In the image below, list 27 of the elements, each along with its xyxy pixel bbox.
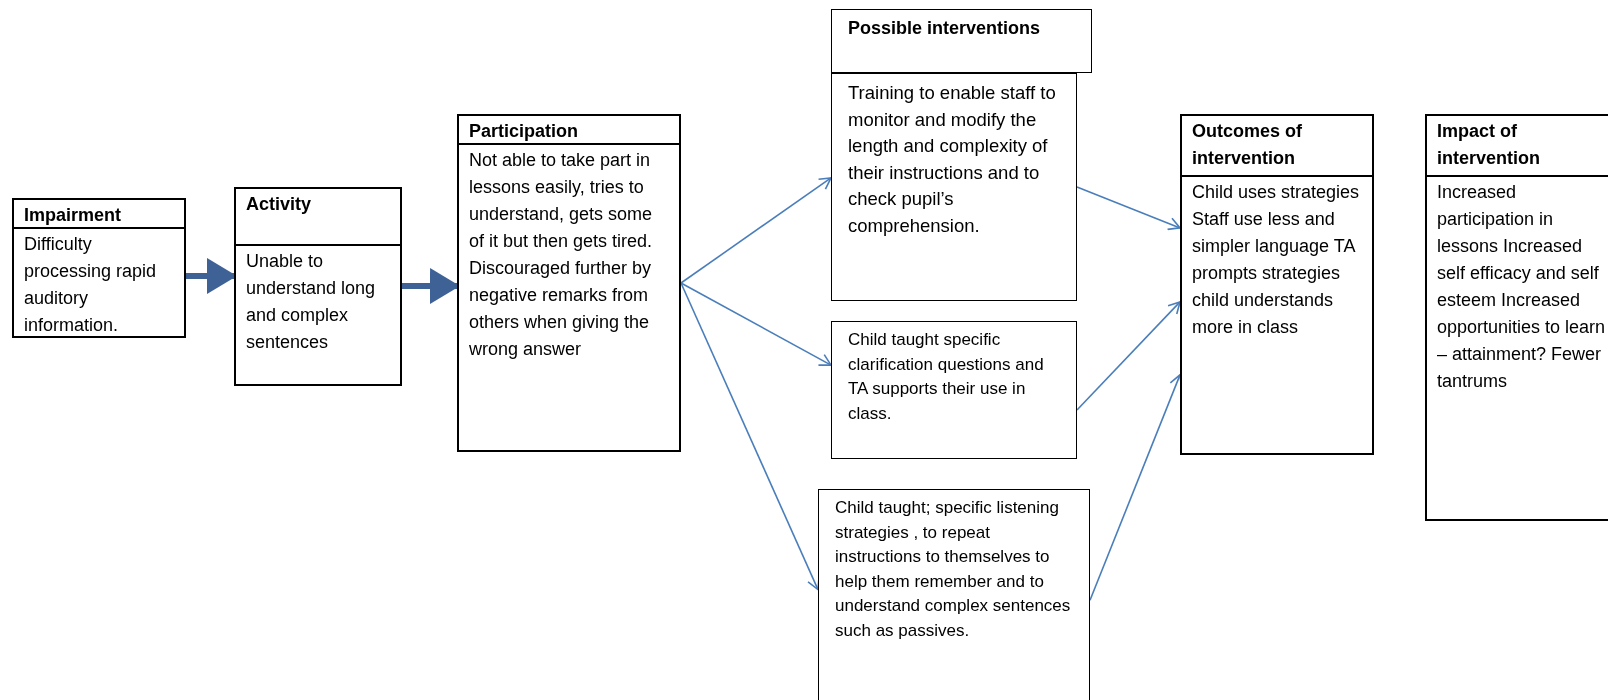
text-box xyxy=(1180,114,1374,455)
arrow xyxy=(1076,301,1181,411)
box-heading: Activity xyxy=(236,189,400,246)
text-box xyxy=(12,198,186,338)
box-text: Child taught; specific listening strategies , to repeat instructions to themselves to help them remember and to understand complex sentences such as passives. xyxy=(834,497,1072,642)
arrow xyxy=(1076,186,1181,231)
text-box xyxy=(831,321,1077,459)
box-text: Difficulty processing rapid auditory information. xyxy=(23,233,158,337)
text-box xyxy=(457,114,681,452)
box-heading: Possible interventions xyxy=(847,17,1042,40)
box-text: Increased participation in lessons Increased self efficacy and self esteem Increased opportunities to learn – attainment? Fewer tantrums xyxy=(1436,181,1607,393)
box-text: Not able to take part in lessons easily, tries to understand, gets some of it but then gets tired. Discouraged further by negative remarks from others when giving the wrong answer xyxy=(468,149,654,361)
box-text: Unable to understand long and complex sentences xyxy=(245,250,377,354)
box-heading: Outcomes of intervention xyxy=(1182,116,1372,177)
text-box xyxy=(831,73,1077,301)
text-box xyxy=(831,9,1092,73)
text-box xyxy=(1425,114,1608,521)
arrow xyxy=(680,177,832,284)
text-box xyxy=(818,489,1090,700)
text-box xyxy=(234,187,402,386)
box-text: Training to enable staff to monitor and modify the length and complexity of their instructions and to check pupil’s comprehension. xyxy=(847,81,1057,238)
box-text: Child taught specific clarification questions and TA supports their use in class. xyxy=(847,329,1045,425)
box-heading: Participation xyxy=(459,116,679,145)
box-heading: Impairment xyxy=(14,200,184,229)
arrow xyxy=(680,282,832,366)
box-heading: Impact of intervention xyxy=(1427,116,1608,177)
box-text: Child uses strategies Staff use less and simpler language TA prompts strategies child understands more in class xyxy=(1191,181,1361,339)
